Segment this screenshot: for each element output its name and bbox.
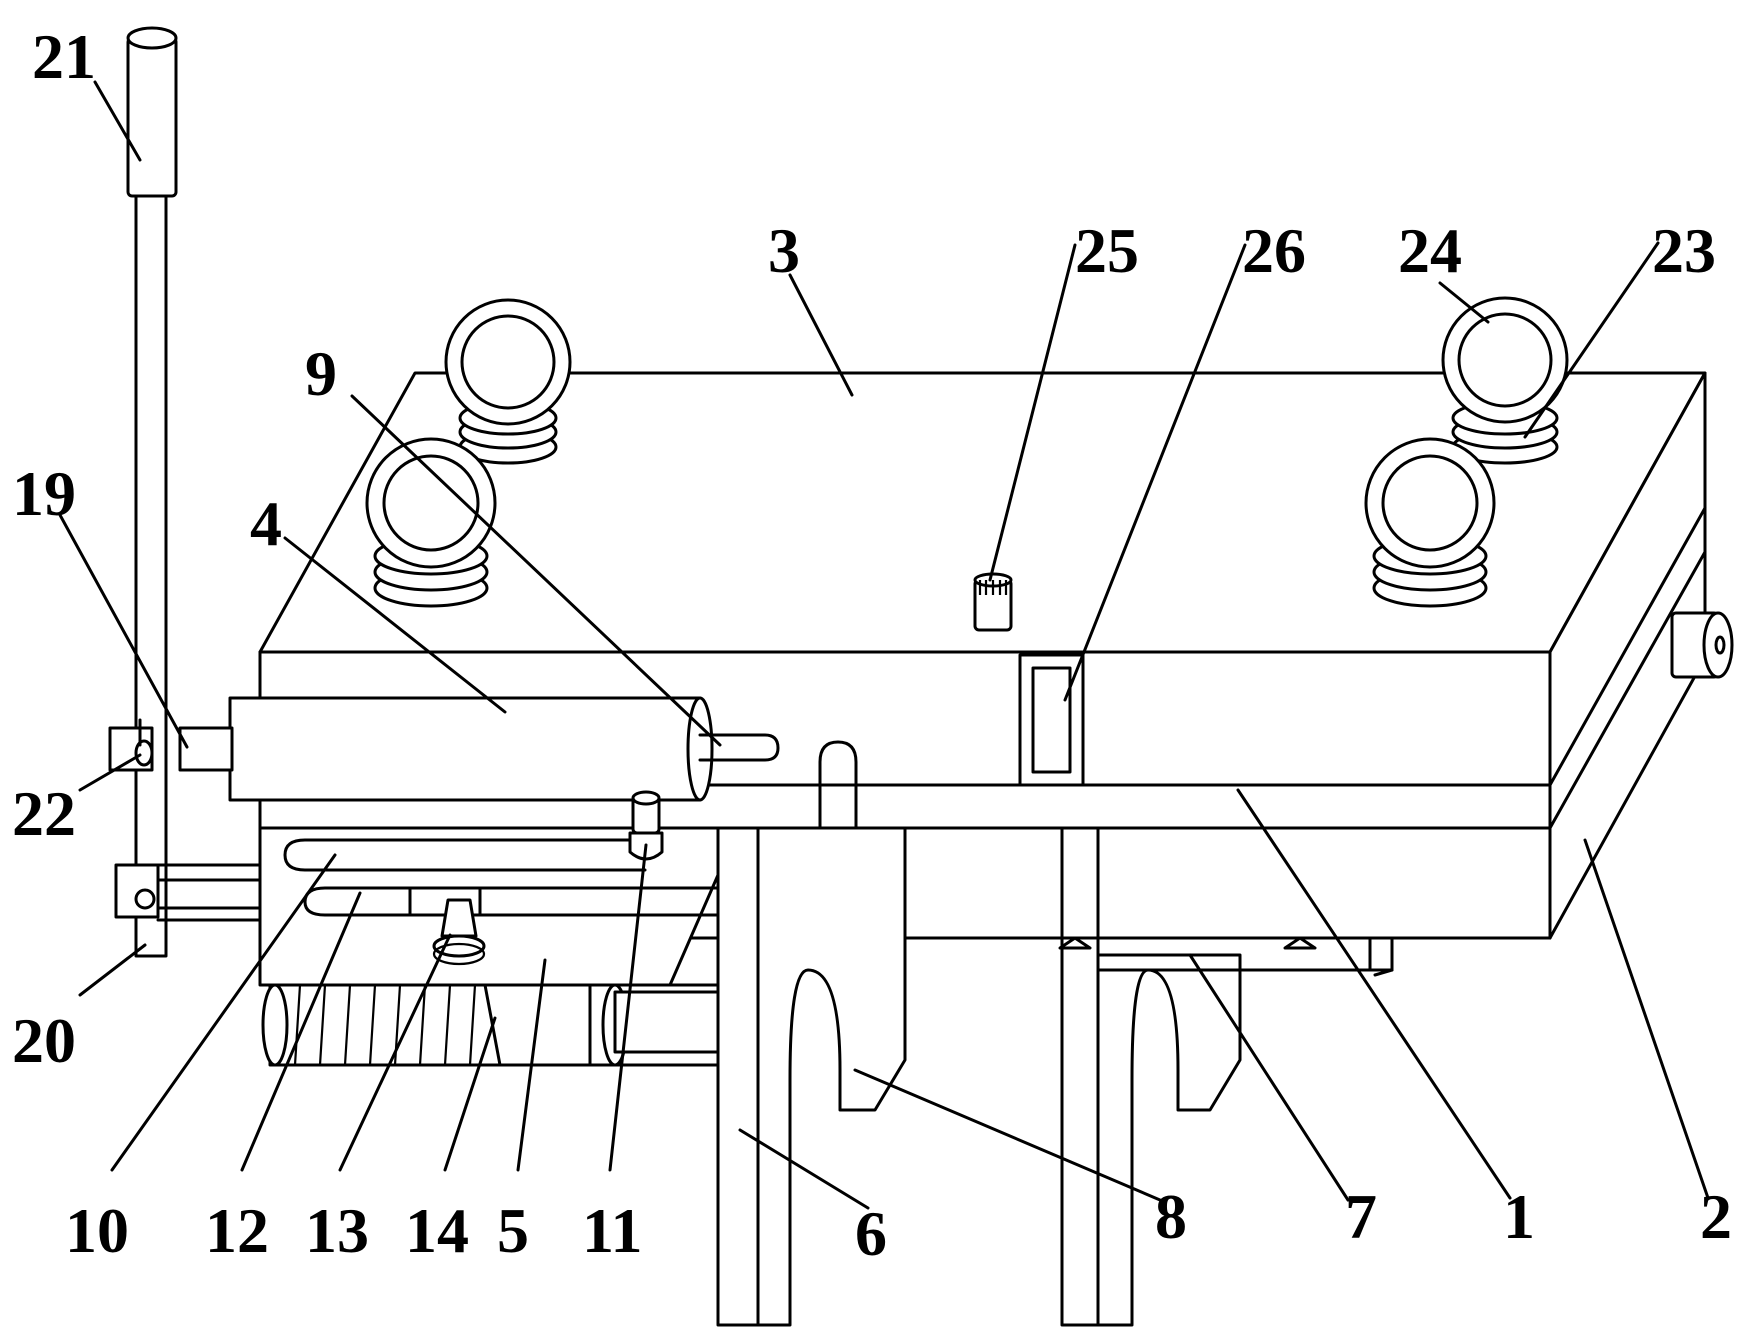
side-line-1 (1548, 506, 1707, 787)
label-12: 12 (205, 1195, 269, 1266)
label-13: 13 (305, 1195, 369, 1266)
label-7: 7 (1345, 1181, 1377, 1252)
lifting-ring-back-left (444, 298, 572, 465)
tube-outlet-pipe (698, 733, 780, 762)
top-cap (973, 572, 1013, 632)
lifting-ring-front-left (365, 437, 497, 608)
label-14: 14 (405, 1195, 469, 1266)
side-knob-hole (1714, 635, 1726, 655)
adjust-knob (432, 898, 486, 966)
label-25: 25 (1075, 215, 1139, 286)
label-5: 5 (497, 1195, 529, 1266)
lower-clamp (114, 863, 262, 922)
label-20: 20 (12, 1005, 76, 1076)
window-panel (1018, 653, 1085, 787)
label-6: 6 (855, 1198, 887, 1269)
label-19: 19 (12, 458, 76, 529)
reference-numerals: 21 3 25 26 24 23 9 19 4 22 20 10 12 13 1… (12, 21, 1732, 1269)
label-21: 21 (32, 21, 96, 92)
leader-lines (58, 80, 1710, 1210)
label-22: 22 (12, 778, 76, 849)
label-11: 11 (582, 1195, 642, 1266)
spring-assembly (261, 983, 725, 1067)
label-3: 3 (768, 215, 800, 286)
label-8: 8 (1155, 1181, 1187, 1252)
label-9: 9 (305, 338, 337, 409)
label-10: 10 (65, 1195, 129, 1266)
upper-clamp (108, 718, 154, 772)
crossbar (1058, 936, 1394, 977)
lifting-ring-front-right (1364, 437, 1496, 608)
side-line-2 (1548, 550, 1707, 830)
lifting-ring-back-right (1441, 296, 1569, 465)
label-24: 24 (1398, 215, 1462, 286)
label-4: 4 (250, 488, 282, 559)
label-23: 23 (1652, 215, 1716, 286)
handle (126, 26, 178, 958)
label-1: 1 (1503, 1181, 1535, 1252)
tube (178, 696, 714, 802)
label-2: 2 (1700, 1181, 1732, 1252)
leg-left (716, 826, 907, 1327)
label-26: 26 (1242, 215, 1306, 286)
